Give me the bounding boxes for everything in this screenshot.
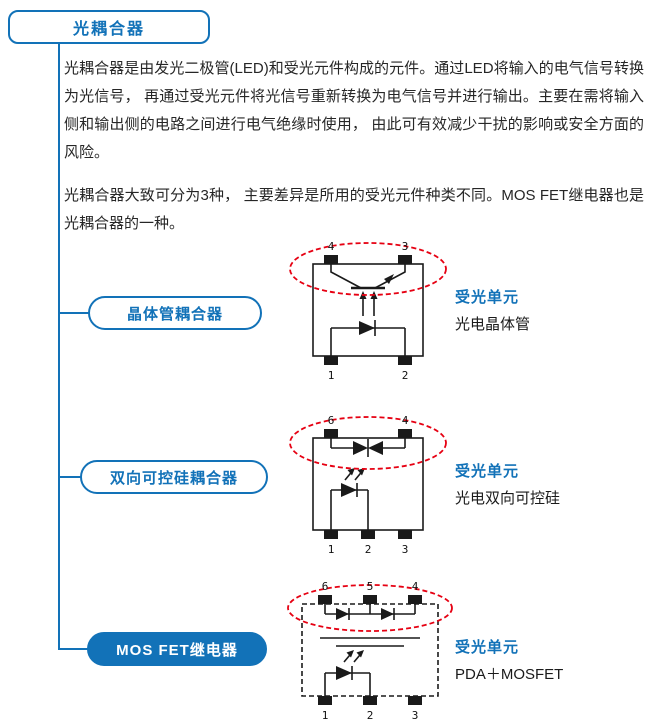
unit-desc: 光电双向可控硅	[455, 490, 561, 507]
highlight-ellipse	[287, 584, 453, 632]
unit-title: 受光单元	[455, 463, 520, 480]
light-arrows	[343, 650, 364, 663]
tree-connector-vertical	[58, 44, 60, 649]
tree-connector-branch-3	[58, 648, 90, 650]
svg-text:1: 1	[322, 709, 329, 722]
svg-text:3: 3	[412, 709, 419, 722]
unit-title: 受光单元	[455, 639, 520, 656]
unit-info-transistor: 受光单元 光电晶体管	[455, 286, 530, 334]
svg-text:1: 1	[328, 543, 335, 556]
svg-text:3: 3	[402, 240, 409, 253]
intro-text: 光耦合器是由发光二极管(LED)和受光元件构成的元件。通过LED将输入的电气信号…	[64, 55, 644, 253]
intro-paragraph-2: 光耦合器大致可分为3种， 主要差异是所用的受光元件种类不同。MOS FET继电器…	[64, 187, 644, 232]
pin-numbers: 6 4 1 2 3	[328, 414, 409, 556]
tree-connector-branch-2	[58, 476, 90, 478]
svg-text:2: 2	[367, 709, 374, 722]
unit-desc: PDA＋MOSFET	[455, 666, 564, 683]
pin-numbers: 6 5 4 1 2 3	[322, 580, 419, 722]
intro-paragraph-1: 光耦合器是由发光二极管(LED)和受光元件构成的元件。通过LED将输入的电气信号…	[64, 60, 644, 161]
led-symbol	[324, 666, 371, 696]
unit-desc: 光电晶体管	[455, 316, 531, 333]
pin-numbers: 4 3 1 2	[328, 240, 409, 382]
highlight-ellipse	[289, 242, 447, 296]
page-title: 光耦合器	[8, 10, 210, 44]
label-transistor-coupler: 晶体管耦合器	[88, 296, 262, 330]
svg-text:5: 5	[367, 580, 374, 593]
tree-connector-branch-1	[58, 312, 90, 314]
led-symbol	[330, 320, 406, 356]
svg-text:2: 2	[402, 369, 409, 382]
light-arrows	[344, 468, 365, 481]
label-mosfet-relay: MOS FET继电器	[87, 632, 267, 666]
phototransistor-symbol	[330, 264, 406, 290]
photodiode-array-symbol	[324, 604, 416, 620]
led-symbol	[330, 483, 369, 530]
svg-text:4: 4	[402, 414, 409, 427]
svg-text:6: 6	[322, 580, 329, 593]
phototriac-symbol	[330, 438, 406, 457]
svg-text:4: 4	[328, 240, 335, 253]
package-outline	[312, 255, 424, 365]
transistor-coupler-diagram: 4 3 1 2	[289, 240, 447, 382]
svg-text:3: 3	[402, 543, 409, 556]
unit-info-mosfet: 受光单元 PDA＋MOSFET	[455, 636, 563, 684]
svg-text:1: 1	[328, 369, 335, 382]
label-triac-coupler: 双向可控硅耦合器	[80, 460, 268, 494]
svg-text:2: 2	[365, 543, 372, 556]
triac-coupler-diagram: 6 4 1 2 3	[289, 414, 447, 556]
svg-text:6: 6	[328, 414, 335, 427]
mosfet-symbol	[320, 637, 420, 647]
mosfet-relay-diagram: 6 5 4 1 2 3	[287, 580, 453, 722]
svg-text:4: 4	[412, 580, 419, 593]
highlight-ellipse	[289, 416, 447, 470]
unit-info-triac: 受光单元 光电双向可控硅	[455, 460, 560, 508]
unit-title: 受光单元	[455, 289, 520, 306]
page-title-label: 光耦合器	[72, 21, 145, 38]
